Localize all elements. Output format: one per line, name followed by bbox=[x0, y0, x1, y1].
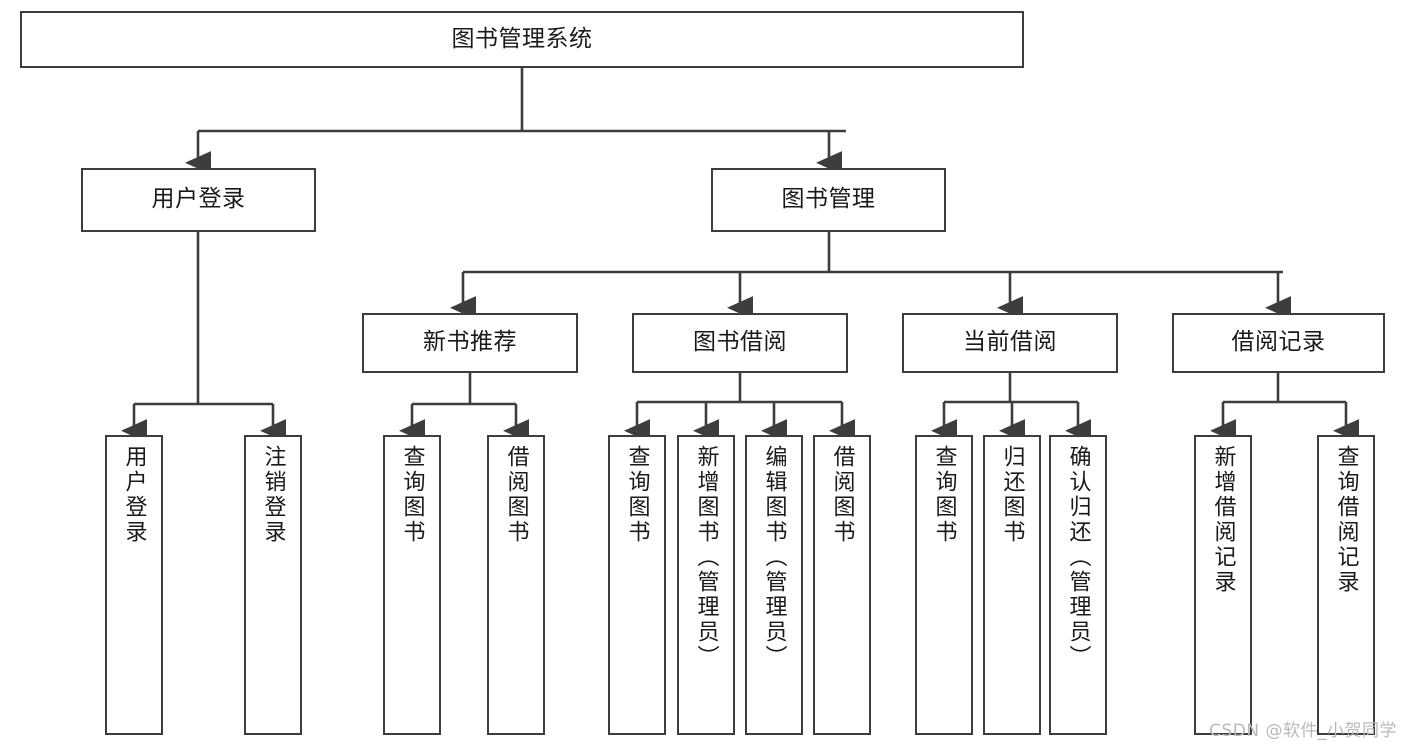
node-label: 归还图书 bbox=[999, 445, 1025, 545]
leaf-book-borrow-borrow-book[interactable]: 借阅图书 bbox=[813, 435, 871, 735]
node-label: 用户登录 bbox=[151, 186, 246, 213]
leaf-book-borrow-query-book[interactable]: 查询图书 bbox=[608, 435, 666, 735]
leaf-current-borrow-return-book[interactable]: 归还图书 bbox=[983, 435, 1041, 735]
node-label: 查询图书 bbox=[399, 445, 425, 545]
node-label: 图书借阅 bbox=[693, 329, 787, 356]
leaf-book-borrow-add-book-admin[interactable]: 新增图书（管理员） bbox=[677, 435, 735, 735]
node-label: 新增图书（管理员） bbox=[693, 445, 719, 670]
leaf-user-login-login[interactable]: 用户登录 bbox=[105, 435, 163, 735]
node-label: 用户登录 bbox=[121, 445, 147, 545]
node-label: 借阅记录 bbox=[1231, 329, 1326, 356]
node-label: 图书管理系统 bbox=[451, 25, 593, 52]
node-label: 注销登录 bbox=[260, 445, 286, 545]
node-label: 新书推荐 bbox=[423, 329, 517, 356]
leaf-borrow-record-add-record[interactable]: 新增借阅记录 bbox=[1194, 435, 1252, 735]
leaf-book-borrow-edit-book-admin[interactable]: 编辑图书（管理员） bbox=[745, 435, 803, 735]
leaf-current-borrow-confirm-return-admin[interactable]: 确认归还（管理员） bbox=[1049, 435, 1107, 735]
node-book-management[interactable]: 图书管理 bbox=[711, 168, 946, 232]
node-label: 查询图书 bbox=[931, 445, 957, 545]
node-label: 查询图书 bbox=[624, 445, 650, 545]
leaf-current-borrow-query-book[interactable]: 查询图书 bbox=[915, 435, 973, 735]
node-new-book-recommend[interactable]: 新书推荐 bbox=[362, 313, 578, 373]
leaf-new-book-query-book[interactable]: 查询图书 bbox=[383, 435, 441, 735]
node-label: 编辑图书（管理员） bbox=[761, 445, 787, 670]
node-label: 借阅图书 bbox=[503, 445, 529, 545]
node-label: 新增借阅记录 bbox=[1210, 445, 1236, 595]
node-book-borrow[interactable]: 图书借阅 bbox=[632, 313, 848, 373]
node-label: 查询借阅记录 bbox=[1333, 445, 1359, 595]
node-user-login[interactable]: 用户登录 bbox=[81, 168, 316, 232]
node-label: 确认归还（管理员） bbox=[1065, 445, 1091, 670]
node-label: 图书管理 bbox=[781, 186, 876, 213]
leaf-borrow-record-query-record[interactable]: 查询借阅记录 bbox=[1317, 435, 1375, 735]
node-current-borrow[interactable]: 当前借阅 bbox=[902, 313, 1118, 373]
leaf-new-book-borrow-book[interactable]: 借阅图书 bbox=[487, 435, 545, 735]
watermark: CSDN @软件_小贺同学 bbox=[1209, 721, 1397, 741]
node-label: 当前借阅 bbox=[963, 329, 1057, 356]
node-borrow-record[interactable]: 借阅记录 bbox=[1172, 313, 1385, 373]
leaf-user-login-logout[interactable]: 注销登录 bbox=[244, 435, 302, 735]
node-root-book-management-system[interactable]: 图书管理系统 bbox=[20, 11, 1024, 68]
node-label: 借阅图书 bbox=[829, 445, 855, 545]
